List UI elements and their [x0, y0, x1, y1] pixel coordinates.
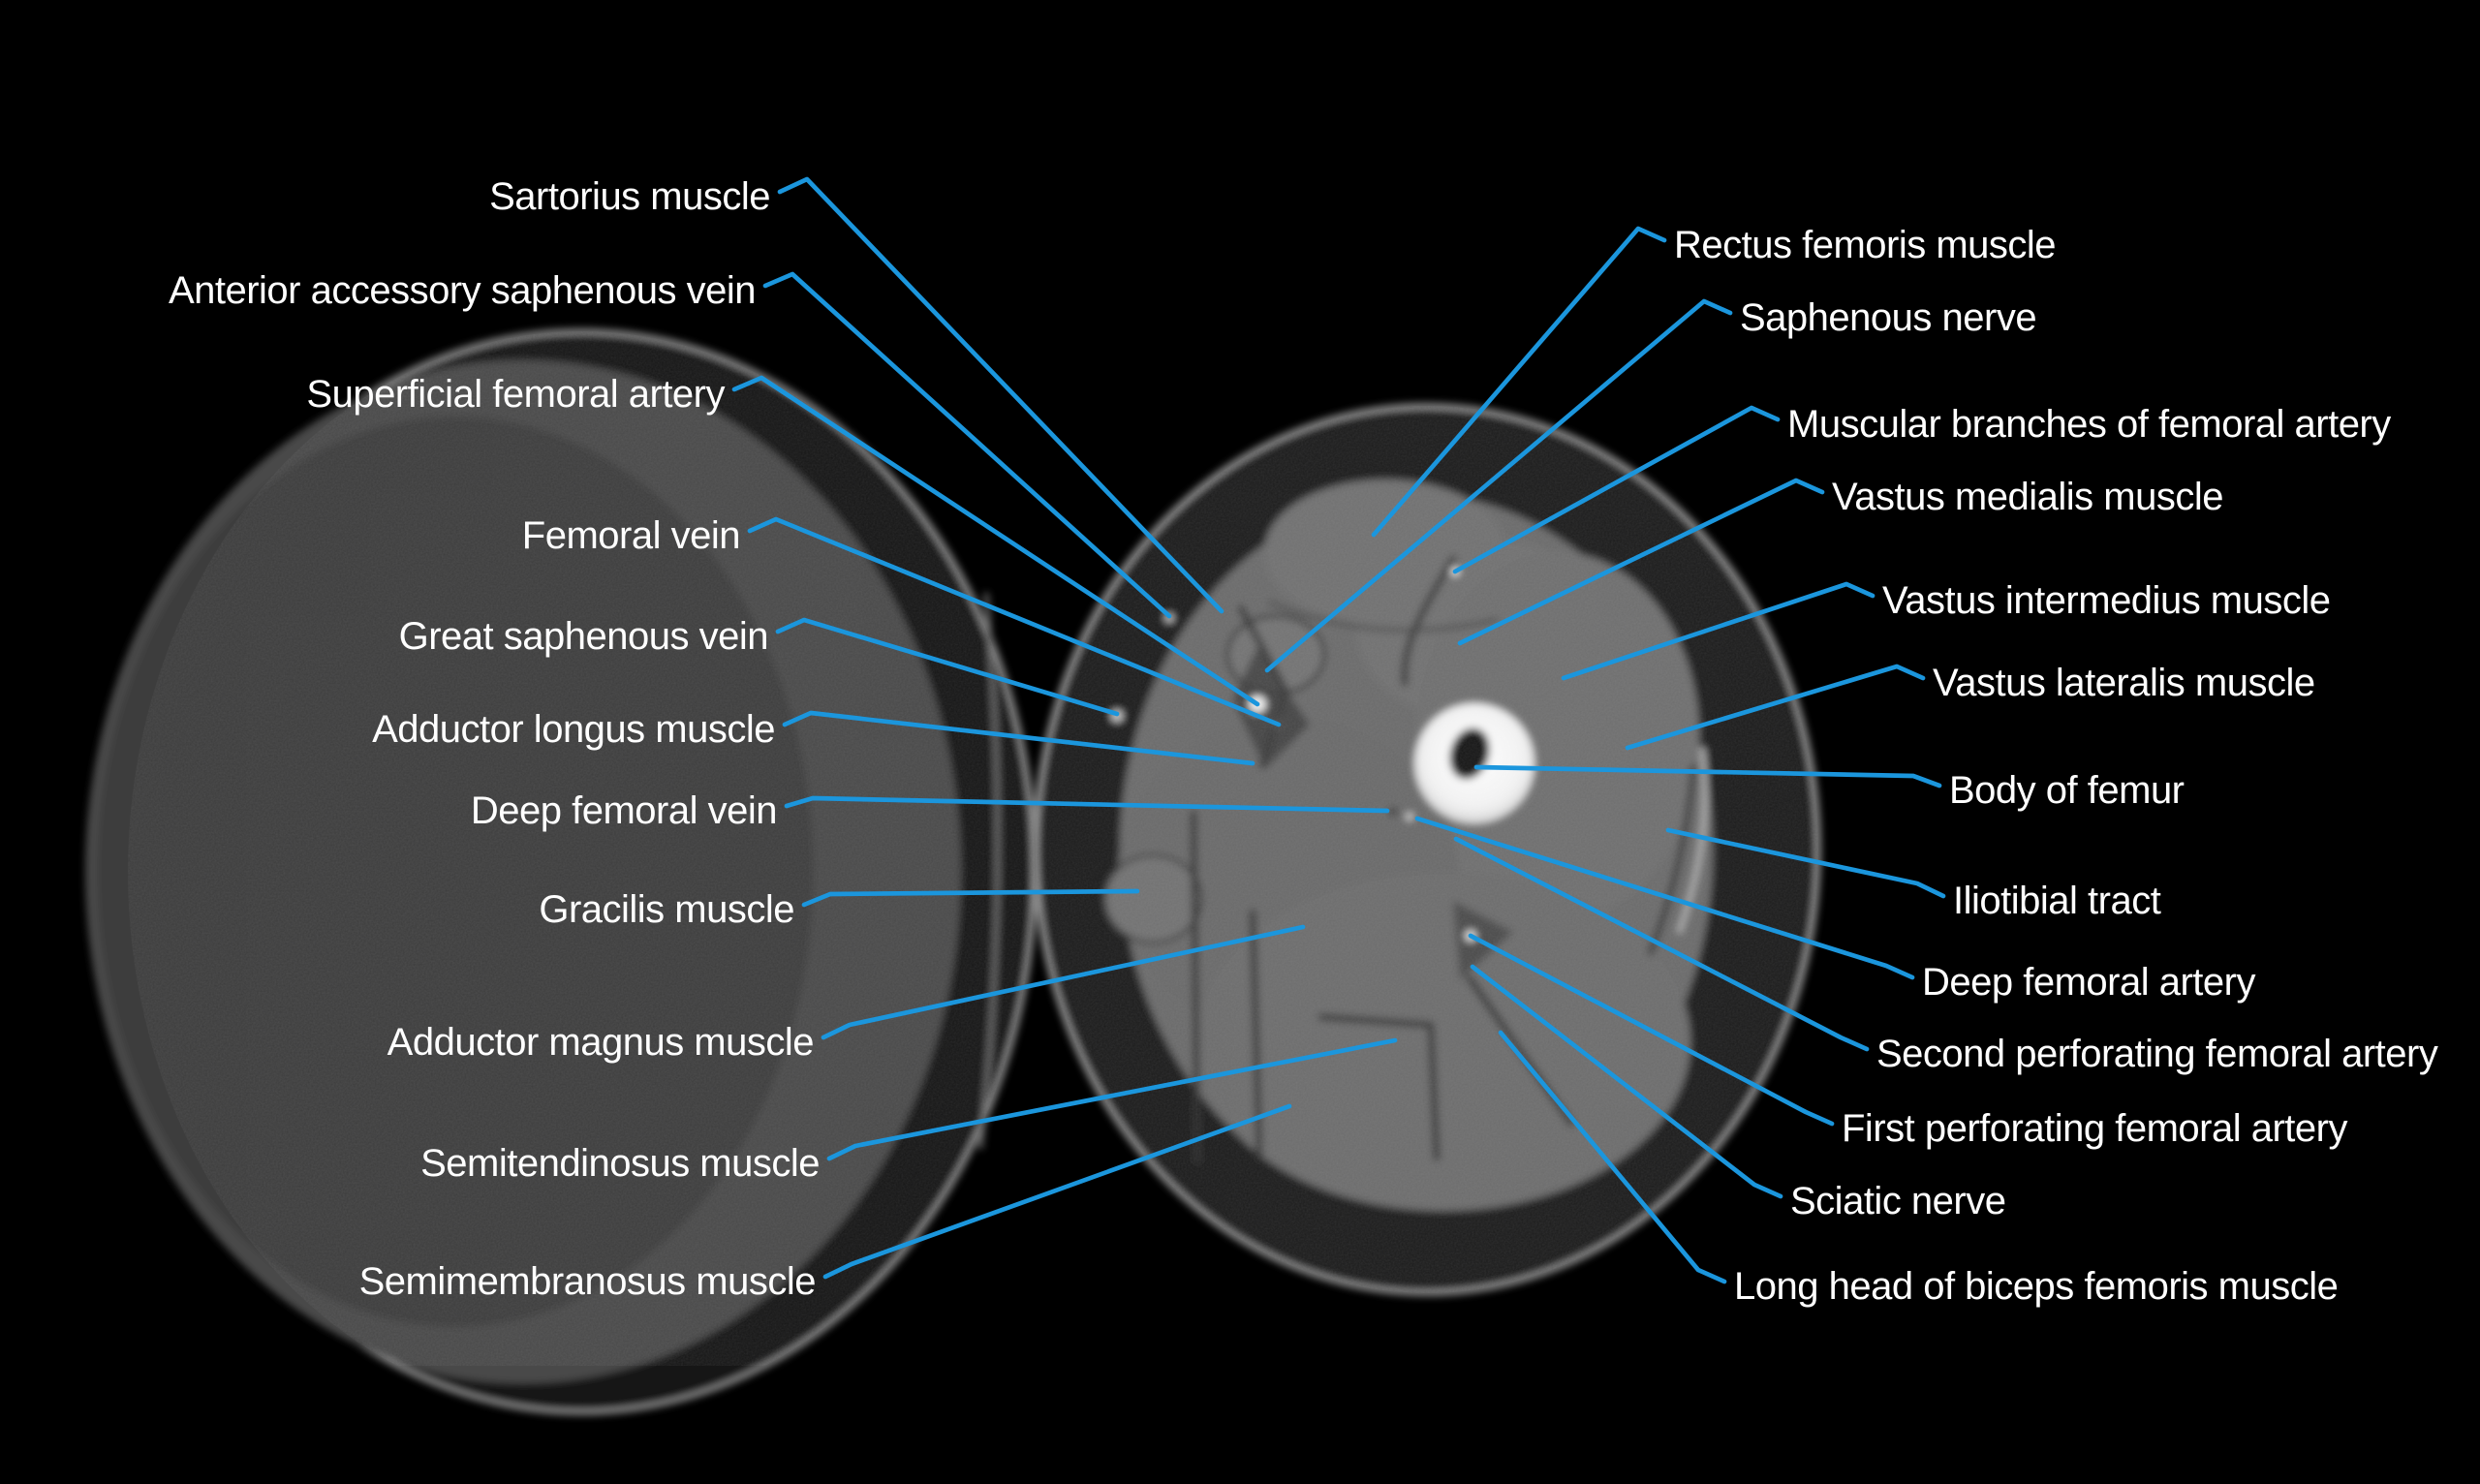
label-superficial-femoral-artery: Superficial femoral artery	[306, 373, 725, 416]
label-second-perforating-femoral-artery: Second perforating femoral artery	[1876, 1033, 2438, 1075]
leader-line-semitendinosus-muscle	[826, 1037, 1398, 1161]
label-deep-femoral-vein: Deep femoral vein	[471, 789, 777, 832]
label-sciatic-nerve: Sciatic nerve	[1790, 1180, 2005, 1222]
leader-line-gracilis-muscle	[801, 888, 1140, 908]
label-sartorius-muscle: Sartorius muscle	[489, 175, 770, 218]
label-adductor-magnus-muscle: Adductor magnus muscle	[388, 1021, 814, 1064]
leader-line-femoral-vein	[747, 516, 1282, 727]
leader-line-deep-femoral-artery	[1414, 816, 1915, 980]
label-long-head-of-biceps-femoris-muscle: Long head of biceps femoris muscle	[1734, 1265, 2338, 1308]
leader-line-semimembranosus-muscle	[822, 1103, 1292, 1280]
leader-line-adductor-longus-muscle	[782, 710, 1256, 766]
leader-line-rectus-femoris-muscle	[1371, 226, 1667, 538]
label-adductor-longus-muscle: Adductor longus muscle	[372, 708, 775, 751]
label-semitendinosus-muscle: Semitendinosus muscle	[420, 1142, 820, 1185]
leader-line-sciatic-nerve	[1470, 964, 1783, 1199]
label-first-perforating-femoral-artery: First perforating femoral artery	[1842, 1107, 2347, 1150]
leader-line-muscular-branches-of-femoral-artery	[1452, 405, 1781, 574]
leader-line-anterior-accessory-saphenous-vein	[762, 271, 1172, 619]
label-semimembranosus-muscle: Semimembranosus muscle	[359, 1260, 816, 1303]
label-deep-femoral-artery: Deep femoral artery	[1922, 961, 2255, 1004]
leader-line-body-of-femur	[1473, 764, 1942, 788]
leader-line-vastus-lateralis-muscle	[1625, 664, 1926, 751]
label-muscular-branches-of-femoral-artery: Muscular branches of femoral artery	[1787, 403, 2391, 446]
leader-line-great-saphenous-vein	[775, 617, 1120, 717]
leader-line-iliotibial-tract	[1665, 827, 1946, 899]
leader-line-first-perforating-femoral-artery	[1468, 933, 1835, 1127]
label-vastus-lateralis-muscle: Vastus lateralis muscle	[1933, 662, 2315, 704]
label-saphenous-nerve: Saphenous nerve	[1740, 296, 2036, 339]
label-rectus-femoris-muscle: Rectus femoris muscle	[1674, 224, 2056, 266]
label-vastus-medialis-muscle: Vastus medialis muscle	[1832, 476, 2223, 518]
leader-line-vastus-medialis-muscle	[1457, 478, 1825, 646]
leader-lines	[731, 176, 1946, 1284]
label-anterior-accessory-saphenous-vein: Anterior accessory saphenous vein	[169, 269, 756, 312]
label-body-of-femur: Body of femur	[1949, 769, 2185, 812]
leader-line-long-head-of-biceps-femoris-muscle	[1498, 1030, 1727, 1284]
leader-line-saphenous-nerve	[1264, 298, 1733, 673]
leader-line-adductor-magnus-muscle	[821, 924, 1306, 1040]
leader-line-sartorius-muscle	[777, 176, 1224, 614]
label-great-saphenous-vein: Great saphenous vein	[399, 615, 768, 658]
label-vastus-intermedius-muscle: Vastus intermedius muscle	[1882, 579, 2331, 622]
leader-line-second-perforating-femoral-artery	[1453, 836, 1870, 1052]
label-femoral-vein: Femoral vein	[522, 514, 740, 557]
label-gracilis-muscle: Gracilis muscle	[539, 888, 794, 931]
leader-line-superficial-femoral-artery	[731, 375, 1260, 707]
leader-line-vastus-intermedius-muscle	[1561, 581, 1876, 681]
leader-line-deep-femoral-vein	[784, 795, 1390, 814]
label-iliotibial-tract: Iliotibial tract	[1953, 880, 2161, 922]
